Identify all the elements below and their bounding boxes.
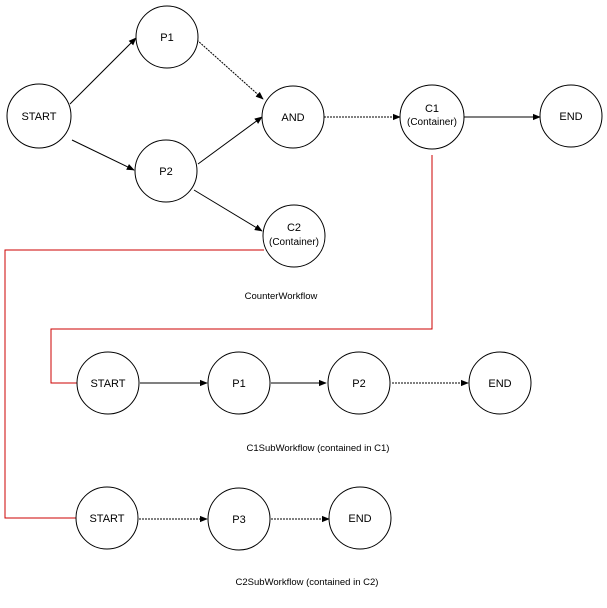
c1-node-p2: P2 [327,351,391,415]
c2-container-link [4,249,264,519]
node-start: START [6,83,72,149]
node-and: AND [261,85,325,149]
c1-node-end-label: END [488,378,511,390]
node-p2: P2 [134,139,198,203]
node-p1: P1 [135,5,199,69]
c2-node-start: START [75,486,139,550]
c1-container-link [50,155,433,384]
node-c2: C2 (Container) [262,204,326,268]
c2-node-start-label: START [89,513,124,525]
c1-subworkflow-caption: C1SubWorkflow (contained in C1) [247,443,390,454]
node-end: END [539,84,603,148]
c2-node-end: END [328,486,392,550]
edge-start-p1 [69,37,137,105]
c2-node-p3-label: P3 [232,514,245,526]
c1-node-p1-label: P1 [232,378,245,390]
edge-p2-c2 [193,189,263,232]
node-end-label: END [559,111,582,123]
edge-p2-and [197,116,263,165]
c1-node-p2-label: P2 [352,378,365,390]
main-workflow-caption: CounterWorkflow [245,291,318,302]
node-and-label: AND [281,112,304,124]
node-c2-sublabel: (Container) [269,237,319,248]
c2-subworkflow-caption: C2SubWorkflow (contained in C2) [236,577,379,588]
edge-start-p2 [71,139,135,171]
c2-node-p3: P3 [207,487,271,551]
c1-node-start: START [76,351,140,415]
node-p2-label: P2 [159,166,172,178]
c1-node-p1: P1 [207,351,271,415]
edge-p1-and [196,39,264,100]
node-c1: C1 (Container) [399,84,465,150]
c1-node-start-label: START [90,378,125,390]
node-p1-label: P1 [160,32,173,44]
c1-node-end: END [468,351,532,415]
node-c1-label: C1 [425,103,439,115]
node-c1-sublabel: (Container) [407,117,457,128]
node-c2-label: C2 [287,222,301,234]
node-start-label: START [21,111,56,123]
c2-node-end-label: END [348,513,371,525]
